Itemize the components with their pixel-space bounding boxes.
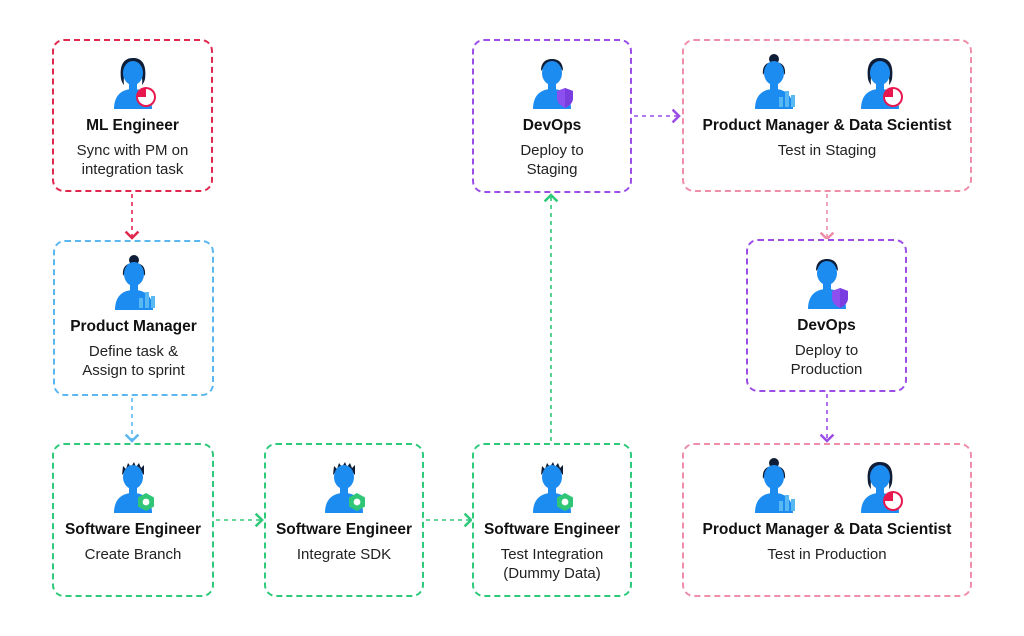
node-software-engineer-create-branch: Software Engineer Create Branch	[52, 443, 214, 597]
node-role: DevOps	[522, 117, 582, 134]
node-icons	[55, 254, 212, 312]
node-role: Product Manager & Data Scientist	[702, 521, 952, 538]
software-engineer-icon	[533, 462, 573, 513]
node-pm-ds-staging: Product Manager & Data Scientist Test in…	[682, 39, 972, 192]
product-manager-icon	[755, 458, 795, 513]
node-product-manager: Product Manager Define task & Assign to …	[53, 240, 214, 396]
node-role: DevOps	[797, 317, 856, 334]
data-scientist-icon	[861, 58, 903, 109]
product-manager-icon	[755, 54, 795, 109]
node-software-engineer-integrate-sdk: Software Engineer Integrate SDK	[264, 443, 424, 597]
node-task: Integrate SDK	[296, 546, 392, 563]
node-role: Software Engineer	[275, 521, 413, 538]
data-scientist-icon	[113, 58, 156, 109]
node-pm-ds-production: Product Manager & Data Scientist Test in…	[682, 443, 972, 597]
data-scientist-icon	[861, 462, 903, 513]
node-role: Software Engineer	[64, 521, 202, 538]
node-icons	[54, 457, 212, 515]
product-manager-icon	[114, 255, 155, 310]
devops-icon	[807, 259, 848, 309]
software-engineer-icon	[325, 462, 365, 513]
node-task: Deploy to Production	[790, 342, 863, 378]
node-task: Sync with PM on integration task	[76, 142, 189, 178]
node-devops-staging: DevOps Deploy to Staging	[472, 39, 632, 193]
node-role: Product Manager	[70, 318, 197, 335]
node-role: Product Manager & Data Scientist	[702, 117, 952, 134]
node-icons	[54, 53, 211, 111]
node-task: Define task & Assign to sprint	[82, 343, 185, 379]
node-task: Test in Production	[767, 546, 887, 563]
node-icons	[684, 457, 970, 515]
node-task: Create Branch	[84, 546, 182, 563]
devops-icon	[533, 59, 573, 109]
node-icons	[266, 457, 422, 515]
node-role: ML Engineer	[86, 117, 179, 134]
node-icons	[474, 457, 630, 515]
node-role: Software Engineer	[483, 521, 621, 538]
node-task: Test Integration (Dummy Data)	[500, 546, 604, 582]
software-engineer-icon	[114, 462, 154, 513]
node-ml-engineer: ML Engineer Sync with PM on integration …	[52, 39, 213, 192]
node-devops-production: DevOps Deploy to Production	[746, 239, 907, 392]
node-software-engineer-test-integration: Software Engineer Test Integration (Dumm…	[472, 443, 632, 597]
node-icons	[474, 53, 630, 111]
node-icons	[748, 253, 905, 311]
node-task: Deploy to Staging	[520, 142, 584, 178]
node-icons	[684, 53, 970, 111]
node-task: Test in Staging	[777, 142, 877, 159]
